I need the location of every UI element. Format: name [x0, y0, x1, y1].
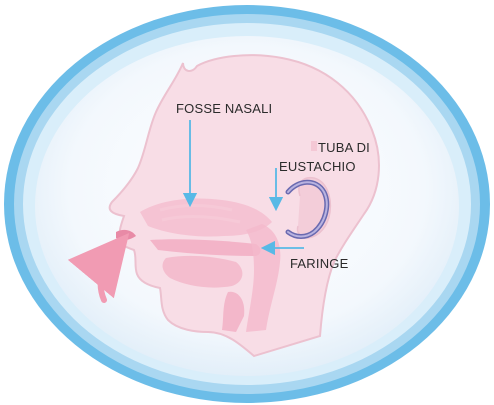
label-tuba-di: TUBA DI — [318, 140, 370, 155]
label-eustachio: EUSTACHIO — [279, 159, 356, 174]
label-faringe: FARINGE — [290, 256, 348, 271]
label-fosse-nasali: FOSSE NASALI — [176, 101, 272, 116]
tuba-bullet — [311, 141, 317, 151]
